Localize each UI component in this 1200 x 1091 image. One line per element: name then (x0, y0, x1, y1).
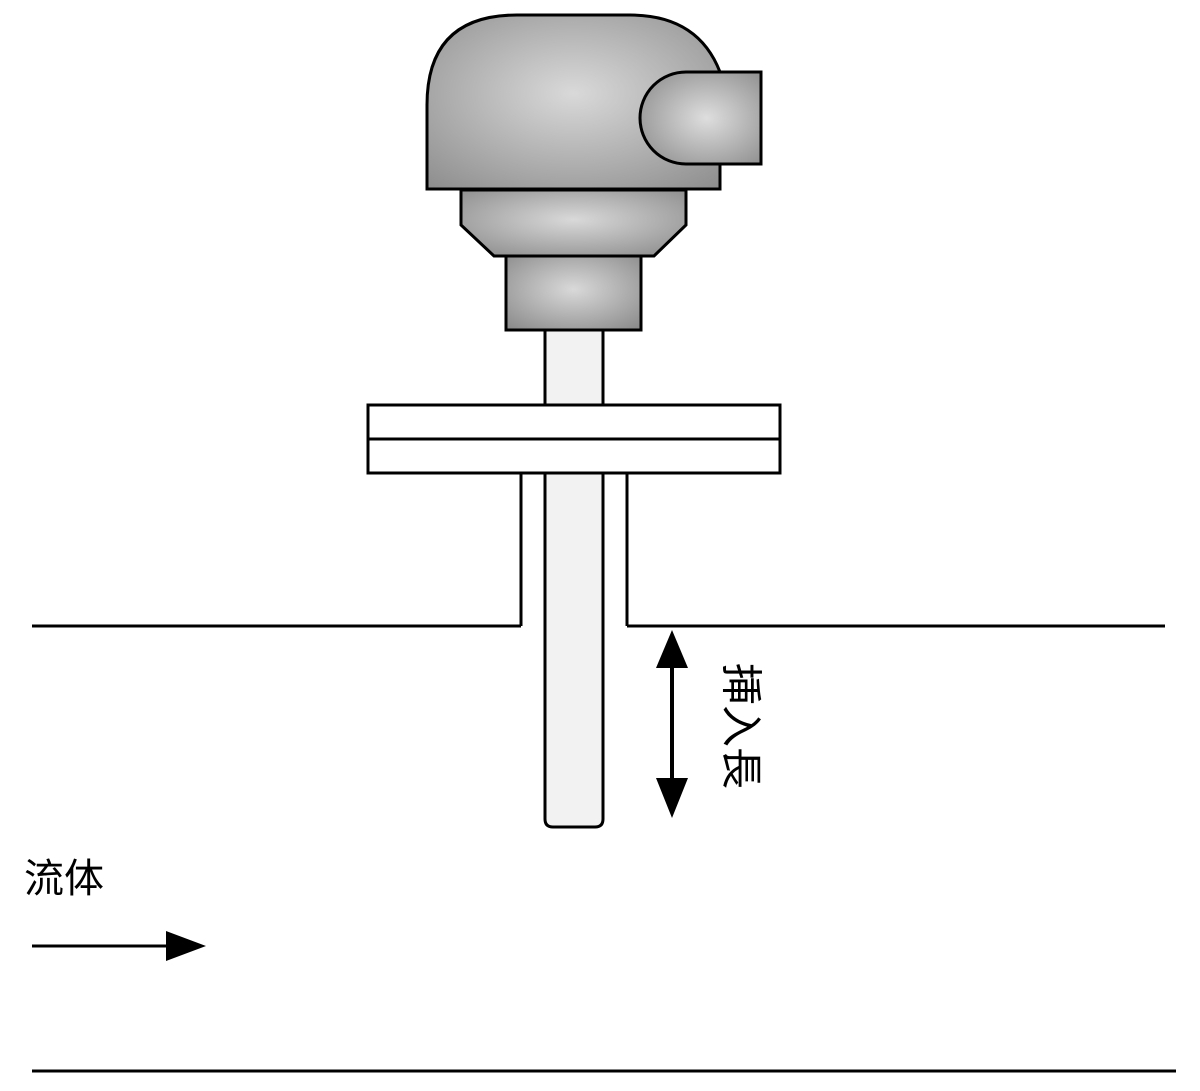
dimension-arrow-up-icon (656, 630, 688, 668)
dimension-arrow-down-icon (656, 778, 688, 818)
insertion-length-label: 挿入長 (717, 663, 766, 789)
flange-lower-plate (366, 437, 782, 475)
flow-arrow-icon (166, 931, 206, 961)
flange-upper-plate (366, 403, 782, 441)
hex-nut (459, 188, 688, 258)
cable-entry (638, 70, 763, 166)
fluid-label: 流体 (24, 856, 104, 902)
neck-fitting (504, 254, 643, 332)
terminal-head (425, 13, 722, 191)
